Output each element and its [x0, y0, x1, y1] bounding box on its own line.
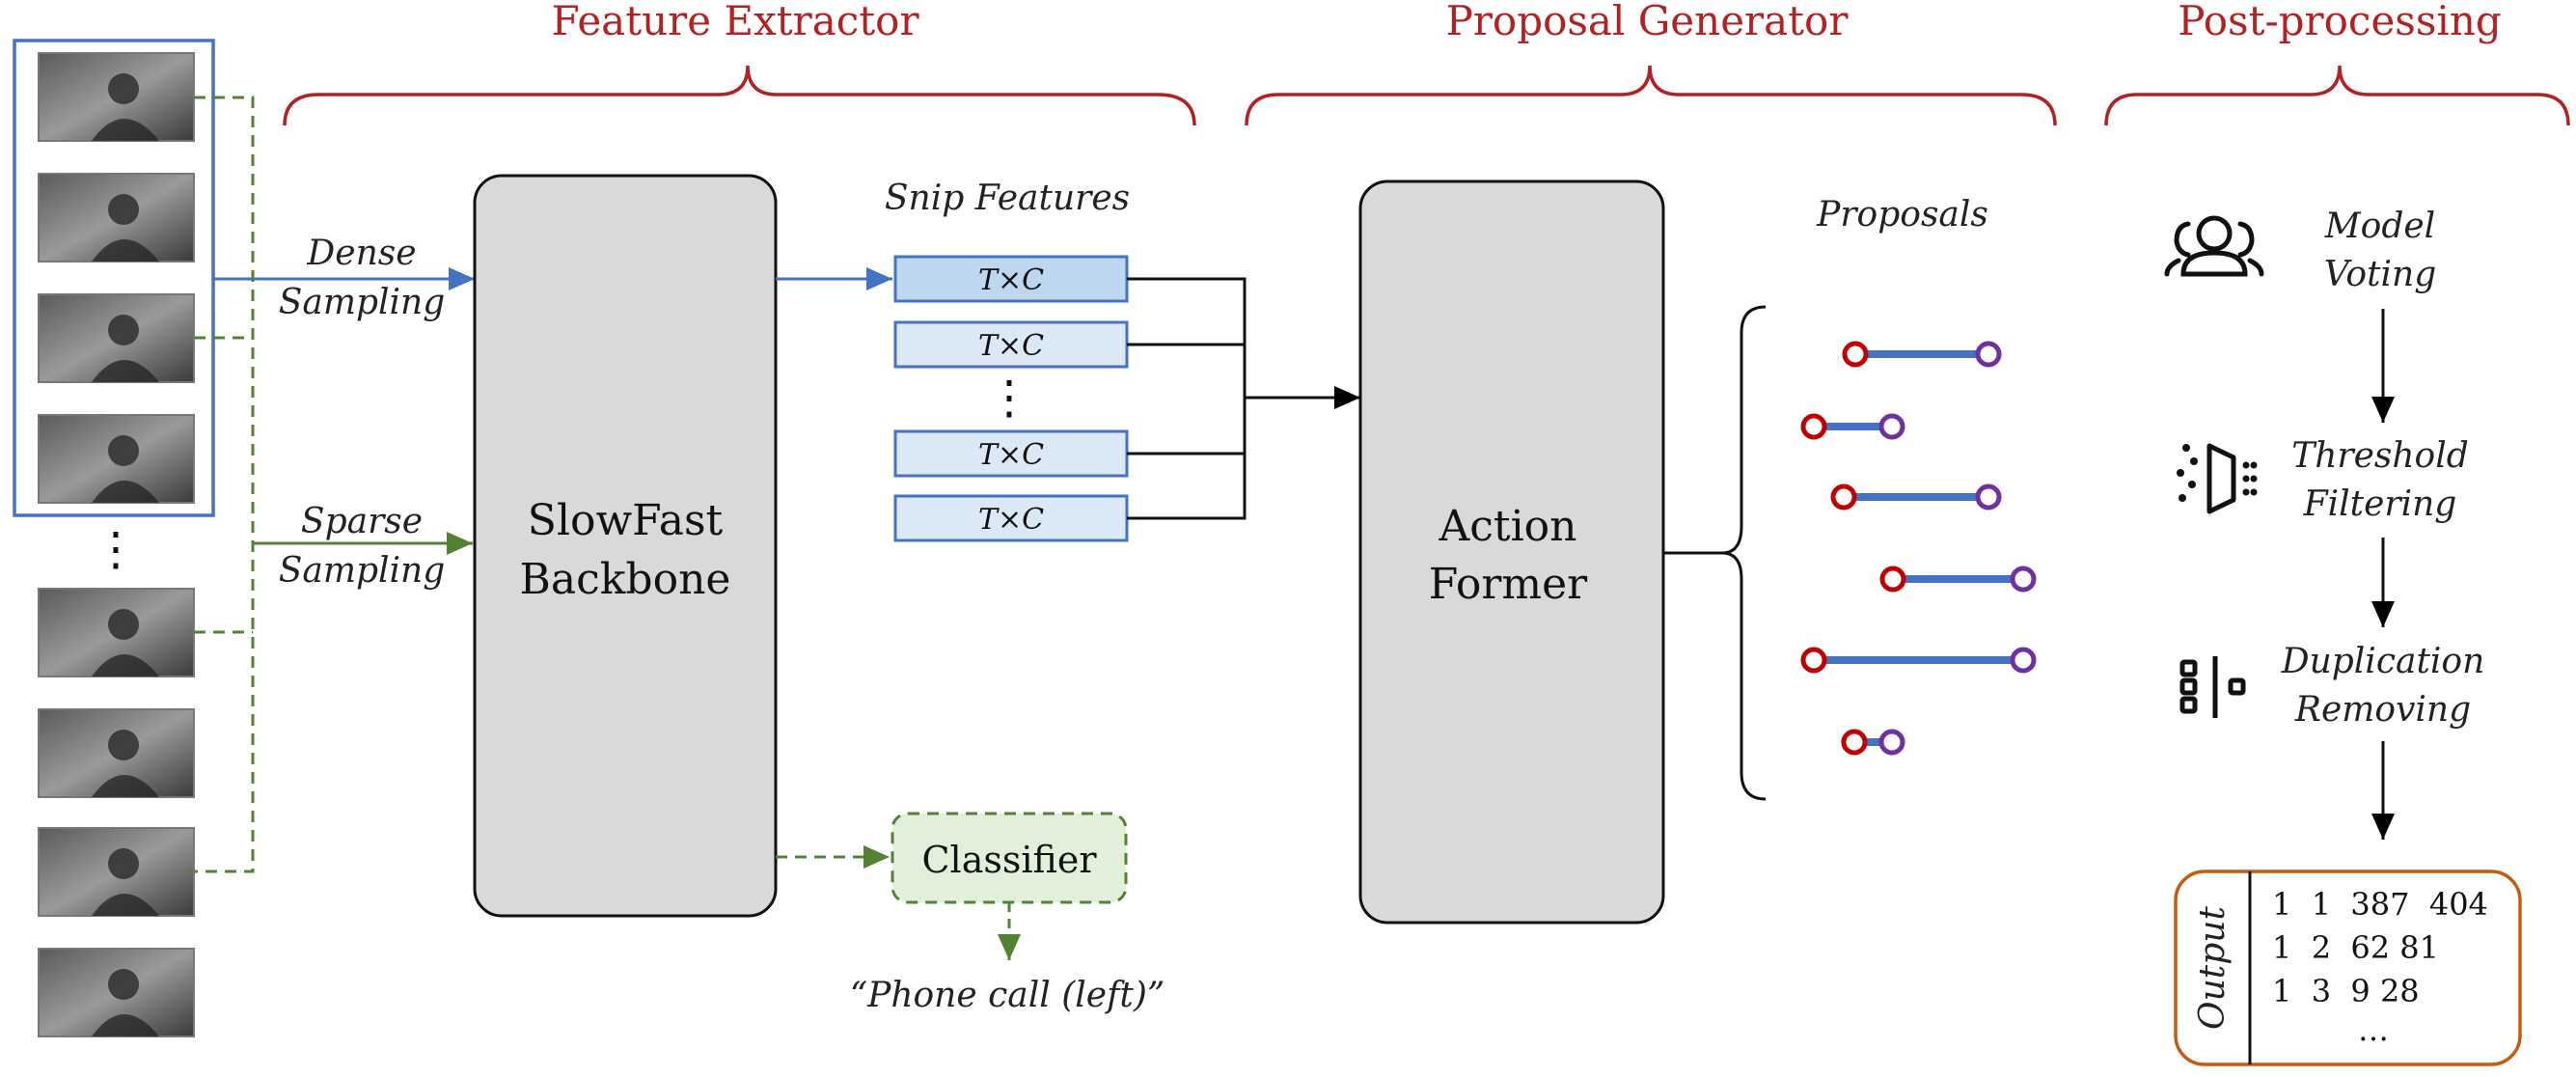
filter-icon: [2177, 443, 2258, 514]
snip-feature-label: T×C: [978, 263, 1044, 297]
snip-feature-box: [893, 494, 1129, 542]
proposal-end-point: [1975, 483, 2002, 511]
dedup-icon: [2179, 656, 2246, 718]
snip-features-title: Snip Features: [885, 179, 1130, 218]
proposal-start-point: [1879, 566, 1906, 593]
section-title-post-processing: Post-processing: [2178, 0, 2502, 44]
sparse-sampling-label-1: Sparse: [301, 502, 423, 541]
feature-extractor-brace: [283, 65, 1196, 126]
output-label: Output: [2193, 906, 2233, 1030]
section-title-proposal-generator: Proposal Generator: [1446, 0, 1850, 44]
threshold-filtering-label-1: Threshold: [2291, 436, 2469, 476]
output-box: [2174, 870, 2522, 1066]
action-former-label-1: Action: [1439, 502, 1577, 551]
snip-merge-connector: [1127, 277, 1247, 520]
slowfast-backbone-box: [473, 174, 778, 918]
model-voting-label-1: Model: [2324, 207, 2435, 246]
proposal-start-point: [1800, 413, 1827, 440]
proposal-start-point: [1830, 483, 1857, 511]
output-row: 1 3 9 28: [2272, 973, 2420, 1009]
snip-feature-box: [893, 429, 1129, 478]
duplication-removing-label-2: Removing: [2294, 690, 2471, 730]
action-former-label-2: Former: [1429, 560, 1588, 609]
proposal-end-point: [1878, 413, 1905, 440]
snip-feature-box: [893, 320, 1129, 369]
duplication-removing-label-1: Duplication: [2281, 642, 2485, 681]
snip-ellipsis: ⋮: [986, 371, 1032, 425]
snip-feature-label: T×C: [978, 438, 1044, 472]
dense-sampling-label-1: Dense: [306, 234, 416, 273]
proposal-end-point: [2010, 566, 2037, 593]
backbone-label-2: Backbone: [520, 555, 731, 604]
proposal-generator-brace: [1245, 65, 2057, 126]
video-frames: [38, 52, 195, 1037]
proposal-end-point: [1878, 729, 1905, 756]
proposal-end-point: [2010, 647, 2037, 674]
frames-ellipsis: ⋮: [93, 522, 139, 576]
proposal-start-point: [1841, 729, 1868, 756]
threshold-filtering-label-2: Filtering: [2303, 484, 2457, 524]
snip-feature-label: T×C: [978, 503, 1044, 537]
proposal-end-point: [1975, 341, 2002, 368]
model-voting-label-2: Voting: [2324, 255, 2437, 294]
section-title-feature-extractor: Feature Extractor: [551, 0, 919, 44]
classifier-prediction: “Phone call (left)”: [850, 976, 1165, 1015]
output-row: 1 2 62 81: [2272, 929, 2439, 966]
proposals-brace: [1721, 305, 1767, 801]
dense-sampling-label-2: Sampling: [279, 283, 446, 322]
snip-feature-box: [893, 255, 1129, 303]
proposal-start-point: [1842, 341, 1869, 368]
classifier-label: Classifier: [921, 839, 1097, 881]
output-row: 1 1 387 404: [2272, 886, 2488, 923]
action-former-box: [1358, 180, 1665, 925]
post-processing-brace: [2104, 65, 2570, 126]
users-icon: [2164, 215, 2264, 277]
proposal-segments: [1800, 341, 2037, 756]
proposal-start-point: [1800, 647, 1827, 674]
output-row: …: [2358, 1011, 2389, 1048]
sparse-sampling-label-2: Sampling: [279, 551, 446, 591]
sparse-sampling-connector: [194, 96, 255, 873]
proposals-title: Proposals: [1816, 195, 1988, 235]
snip-feature-label: T×C: [978, 329, 1044, 363]
backbone-label-1: SlowFast: [528, 496, 724, 545]
